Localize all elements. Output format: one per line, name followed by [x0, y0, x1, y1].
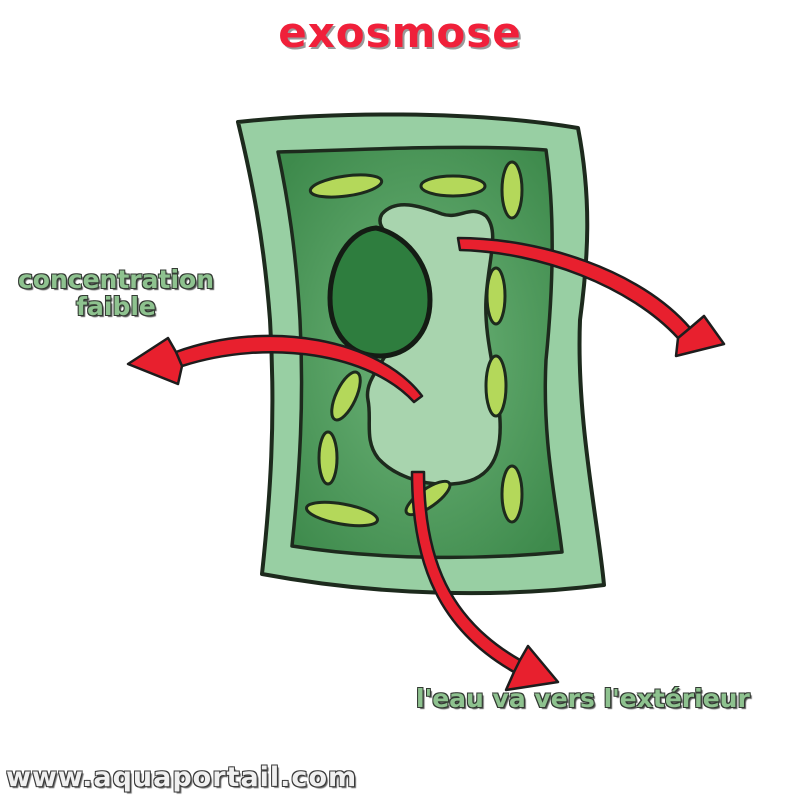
chloroplast [330, 370, 362, 422]
water-flow-arrows [126, 236, 726, 692]
chloroplast [305, 500, 379, 528]
low-concentration-line2: faible [76, 292, 156, 321]
chloroplast [317, 430, 339, 486]
arrow-down [410, 470, 560, 692]
chloroplast [500, 160, 524, 220]
low-concentration-line1: concentration [17, 265, 214, 294]
low-concentration-label: concentration faible [6, 266, 226, 320]
nucleus [327, 225, 433, 359]
website-watermark: www.aquaportail.com [6, 762, 358, 793]
chloroplast [485, 266, 507, 326]
arrow-left [126, 334, 424, 404]
chloroplast [484, 354, 508, 418]
chloroplast [419, 174, 487, 198]
arrow-right [456, 236, 726, 358]
diagram-title: exosmose [278, 8, 522, 57]
chloroplast [500, 464, 524, 524]
water-outward-label: l'eau va vers l'extérieur [416, 684, 750, 713]
chloroplast [308, 173, 384, 199]
